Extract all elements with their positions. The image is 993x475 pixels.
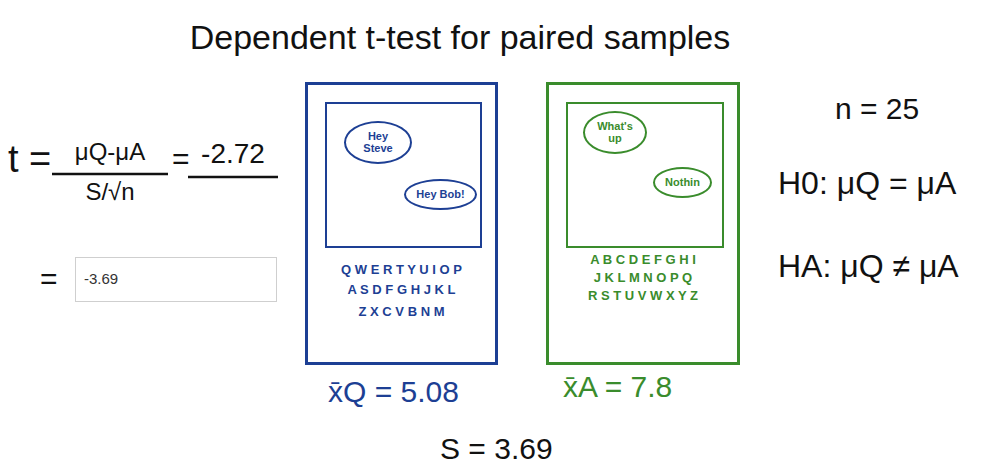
keyboard-row: Q W E R T Y U I O P <box>341 263 462 278</box>
keyboard-row: J K L M N O P Q <box>594 271 692 286</box>
formula-label: S = 3.69 <box>440 432 553 467</box>
formula-label: H0: μQ = μA <box>778 165 956 202</box>
bubble-text: Hey Bob! <box>416 188 465 200</box>
answer-box: -3.69 <box>75 257 277 302</box>
formula-label: -2.72 <box>201 138 265 170</box>
formula-label: HA: μQ ≠ μA <box>778 248 959 285</box>
keyboard-row: A B C D E F G H I <box>590 253 696 268</box>
bubble-text: Hey Steve <box>356 130 400 154</box>
keyboard-row: A S D F G H J K L <box>348 283 456 298</box>
fraction-bar <box>188 176 278 179</box>
keyboard-row: R S T U V W X Y Z <box>588 289 698 304</box>
phone-frame: Q W E R T Y U I O P A S D F G H J K L Z X … <box>305 82 498 365</box>
phone-screen <box>325 102 482 248</box>
formula-label: = <box>40 262 58 297</box>
formula-label: x̄Q = 5.08 <box>328 375 459 410</box>
speech-bubble: Hey Bob! <box>404 179 477 210</box>
phone-frame: A B C D E F G H I J K L M N O P Q R S T U … <box>546 82 740 365</box>
formula-label: S/√n <box>85 178 134 206</box>
formula-label: = <box>172 142 190 177</box>
formula-label: t = <box>8 138 51 182</box>
formula-label: μQ-μA <box>75 138 145 166</box>
speech-bubble: Nothin <box>653 167 712 198</box>
speech-bubble: Hey Steve <box>344 121 412 164</box>
bubble-text: What's up <box>595 120 635 144</box>
formula-label: x̄A = 7.8 <box>563 370 672 405</box>
fraction-bar <box>52 173 168 176</box>
speech-bubble: What's up <box>583 111 647 154</box>
formula-label: n = 25 <box>835 92 919 127</box>
answer-text: -3.69 <box>84 270 118 287</box>
keyboard-row: Z X C V B N M <box>359 305 445 320</box>
bubble-text: Nothin <box>665 176 700 188</box>
title: Dependent t-test for paired samples <box>190 18 731 57</box>
